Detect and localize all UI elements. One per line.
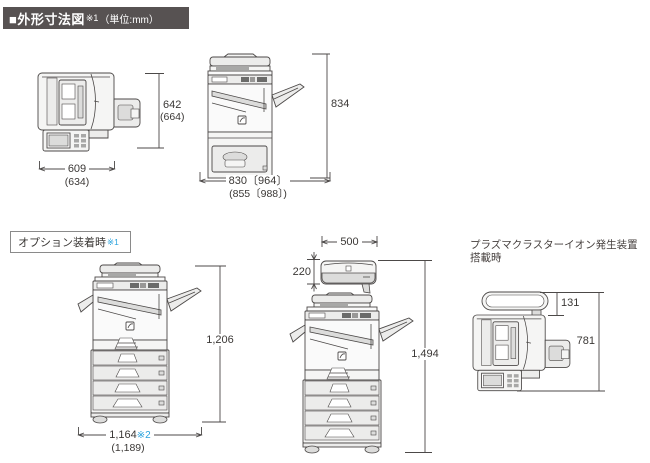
- plasma-caption: プラズマクラスターイオン発生装置 搭載時: [470, 239, 638, 265]
- dim-topview-depth-paren: (664): [160, 111, 185, 123]
- dim-topview-width-paren: (634): [64, 176, 90, 188]
- dim-option-plasma-height: 1,494: [408, 348, 442, 360]
- option-label-note: ※1: [107, 236, 119, 247]
- dim-option-height: 1,206: [203, 334, 237, 346]
- section-header: ■外形寸法図※1（単位:mm）: [3, 7, 189, 29]
- option-label: オプション装着時: [18, 237, 106, 249]
- dim-plasma-unit-height: 220: [292, 266, 311, 278]
- plasma-caption-line2: 搭載時: [470, 252, 502, 264]
- dim-plasma-topview-depth: 781: [576, 335, 595, 347]
- header-title: ■外形寸法図: [9, 11, 85, 27]
- dim-option-width-group: 1,164※2: [106, 429, 154, 441]
- dim-option-width-note: ※2: [136, 430, 151, 441]
- dim-plasma-unit-width: 500: [337, 236, 362, 248]
- dim-front-height: 834: [331, 98, 350, 110]
- header-footnote-mark: ※1: [85, 12, 99, 23]
- plasma-caption-line1: プラズマクラスターイオン発生装置: [470, 239, 638, 251]
- dim-pill-protrusion: 131: [561, 297, 580, 309]
- dim-option-width-paren: (1,189): [111, 442, 145, 454]
- dim-front-width-paren: (855〔988〕): [229, 188, 287, 200]
- dim-front-width: 830〔964〕: [225, 175, 291, 187]
- dim-option-width: 1,164: [109, 429, 137, 441]
- header-unit-label: （単位:mm）: [99, 14, 159, 26]
- option-label-box: オプション装着時※1: [10, 231, 131, 253]
- dim-topview-depth: 642: [163, 99, 182, 111]
- dim-topview-width: 609: [64, 163, 90, 175]
